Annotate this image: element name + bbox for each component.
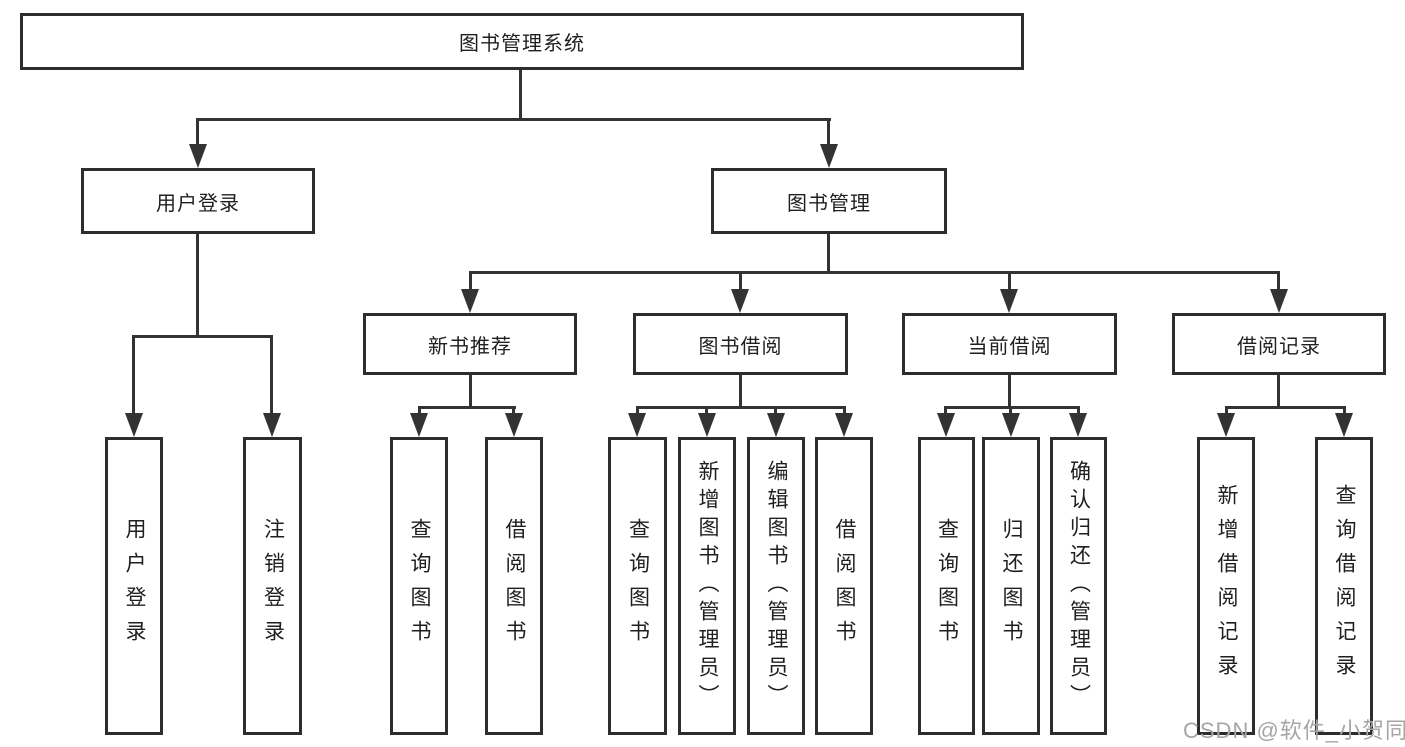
leaf-borrow-query: 查询图书 — [608, 437, 667, 735]
connector-vline — [636, 406, 639, 416]
node-user-login: 用户登录 — [81, 168, 315, 234]
arrowhead-down-icon — [461, 289, 479, 313]
connector-mgmt-stem — [827, 234, 830, 274]
arrowhead-down-icon — [1002, 413, 1020, 437]
node-new-books: 新书推荐 — [363, 313, 577, 375]
arrowhead-down-icon — [698, 413, 716, 437]
connector-newbooks-branch — [418, 406, 516, 409]
connector-level1-branch — [196, 118, 831, 121]
connector-vline — [270, 335, 273, 418]
node-book-borrow: 图书借阅 — [633, 313, 848, 375]
arrowhead-down-icon — [937, 413, 955, 437]
arrowhead-down-icon — [505, 413, 523, 437]
connector-vline — [1077, 406, 1080, 416]
connector-vline — [1009, 406, 1012, 416]
leaf-newbooks-query: 查询图书 — [390, 437, 448, 735]
arrowhead-down-icon — [835, 413, 853, 437]
connector-vline — [774, 406, 777, 416]
connector-user-stem — [196, 234, 199, 338]
leaf-records-query: 查询借阅记录 — [1315, 437, 1373, 735]
connector-records-branch — [1225, 406, 1345, 409]
connector-vline — [944, 406, 947, 416]
connector-vline — [739, 271, 742, 293]
leaf-borrow-edit-admin: 编辑图书（管理员） — [747, 437, 805, 735]
connector-user-branch — [132, 335, 273, 338]
arrowhead-down-icon — [767, 413, 785, 437]
connector-vline — [705, 406, 708, 416]
connector-bookborrow-branch — [636, 406, 845, 409]
connector-bookborrow-stem — [739, 375, 742, 409]
connector-vline — [1008, 271, 1011, 293]
arrowhead-down-icon — [731, 289, 749, 313]
connector-records-stem — [1277, 375, 1280, 409]
leaf-logout: 注销登录 — [243, 437, 302, 735]
leaf-current-return: 归还图书 — [982, 437, 1040, 735]
node-root: 图书管理系统 — [20, 13, 1024, 70]
arrowhead-down-icon — [125, 413, 143, 437]
arrowhead-down-icon — [1000, 289, 1018, 313]
connector-vline — [1343, 406, 1346, 416]
csdn-watermark: CSDN @软件_小贺同学 — [1183, 718, 1405, 743]
connector-newbooks-stem — [469, 375, 472, 409]
arrowhead-down-icon — [1217, 413, 1235, 437]
connector-vline — [196, 118, 199, 148]
node-borrow-records: 借阅记录 — [1172, 313, 1386, 375]
connector-vline — [827, 118, 830, 148]
arrowhead-down-icon — [820, 144, 838, 168]
leaf-current-confirm-admin: 确认归还（管理员） — [1050, 437, 1107, 735]
connector-vline — [469, 271, 472, 293]
leaf-newbooks-borrow: 借阅图书 — [485, 437, 543, 735]
arrowhead-down-icon — [410, 413, 428, 437]
arrowhead-down-icon — [189, 144, 207, 168]
connector-currentborrow-stem — [1008, 375, 1011, 409]
node-current-borrow: 当前借阅 — [902, 313, 1117, 375]
leaf-current-query: 查询图书 — [918, 437, 975, 735]
leaf-borrow-borrow: 借阅图书 — [815, 437, 873, 735]
leaf-records-add: 新增借阅记录 — [1197, 437, 1255, 735]
leaf-user-login: 用户登录 — [105, 437, 163, 735]
leaf-borrow-add-admin: 新增图书（管理员） — [678, 437, 736, 735]
arrowhead-down-icon — [263, 413, 281, 437]
arrowhead-down-icon — [1335, 413, 1353, 437]
connector-vline — [418, 406, 421, 416]
connector-vline — [132, 335, 135, 418]
connector-vline — [843, 406, 846, 416]
arrowhead-down-icon — [1270, 289, 1288, 313]
arrowhead-down-icon — [628, 413, 646, 437]
connector-currentborrow-branch — [945, 406, 1079, 409]
connector-vline — [1277, 271, 1280, 293]
arrowhead-down-icon — [1069, 413, 1087, 437]
connector-level2-branch — [469, 271, 1280, 274]
connector-vline — [1225, 406, 1228, 416]
connector-vline — [512, 406, 515, 416]
node-book-mgmt: 图书管理 — [711, 168, 947, 234]
connector-root-stem — [519, 69, 522, 121]
